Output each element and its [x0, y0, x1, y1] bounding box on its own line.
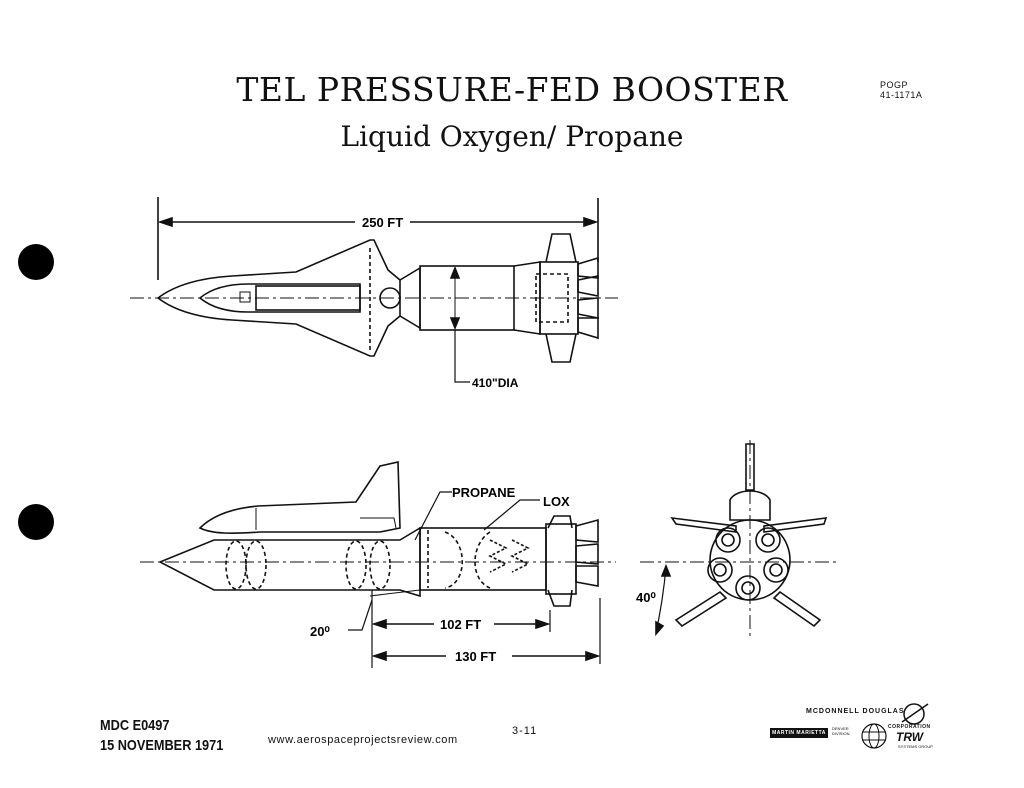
denver-line2: DIVISION — [832, 731, 850, 736]
globe-logo-icon — [861, 723, 887, 749]
martin-marietta-logo: MARTIN MARIETTA — [770, 728, 828, 738]
doc-date: 15 NOVEMBER 1971 — [100, 737, 224, 754]
page-number: 3-11 — [512, 725, 538, 737]
page-title: TEL PRESSURE-FED BOOSTER — [236, 70, 788, 109]
fin-top — [545, 233, 577, 263]
doc-number: MDC E0497 — [100, 717, 170, 734]
angle-20-label: 20⁰ — [310, 624, 330, 639]
side-view — [140, 461, 616, 668]
doc-ref: POGP 41-1171A — [880, 80, 922, 100]
systems-group-text: SYSTEMS GROUP — [898, 744, 933, 749]
arrow-left — [157, 216, 173, 228]
trw-logo: TRW — [896, 730, 924, 744]
rear-view — [640, 440, 840, 640]
dim-130-label: 130 FT — [455, 649, 496, 664]
mdc-emblem-icon — [901, 703, 929, 725]
denver-line1: DENVER — [832, 726, 849, 731]
source-url[interactable]: www.aerospaceprojectsreview.com — [268, 734, 458, 746]
dim-length-label: 250 FT — [362, 215, 403, 230]
booster-tank-top — [419, 265, 515, 331]
doc-ref-line1: POGP — [880, 80, 909, 90]
arrow-right — [583, 216, 599, 228]
dim-102-label: 102 FT — [440, 617, 481, 632]
propane-label: PROPANE — [452, 485, 516, 500]
top-view — [130, 197, 618, 383]
fin-bottom — [545, 333, 577, 363]
doc-ref-line2: 41-1171A — [880, 90, 923, 100]
denver-division-text: DENVER DIVISION — [832, 726, 850, 736]
binder-hole-top — [18, 244, 54, 280]
page-subtitle: Liquid Oxygen/ Propane — [340, 120, 684, 153]
mcdonnell-douglas-logo: MCDONNELL DOUGLAS — [806, 708, 905, 715]
corporation-text: CORPORATION — [888, 724, 931, 730]
binder-hole-bottom — [18, 504, 54, 540]
footer-doc-info: MDC E0497 15 NOVEMBER 1971 — [100, 716, 223, 756]
angle-40-label: 40⁰ — [636, 590, 656, 605]
lox-label: LOX — [543, 494, 570, 509]
dim-diameter-label: 410"DIA — [472, 376, 519, 390]
orbiter-side — [198, 461, 401, 534]
contractor-logos: MCDONNELL DOUGLAS CORPORATION MARTIN MAR… — [770, 700, 950, 760]
